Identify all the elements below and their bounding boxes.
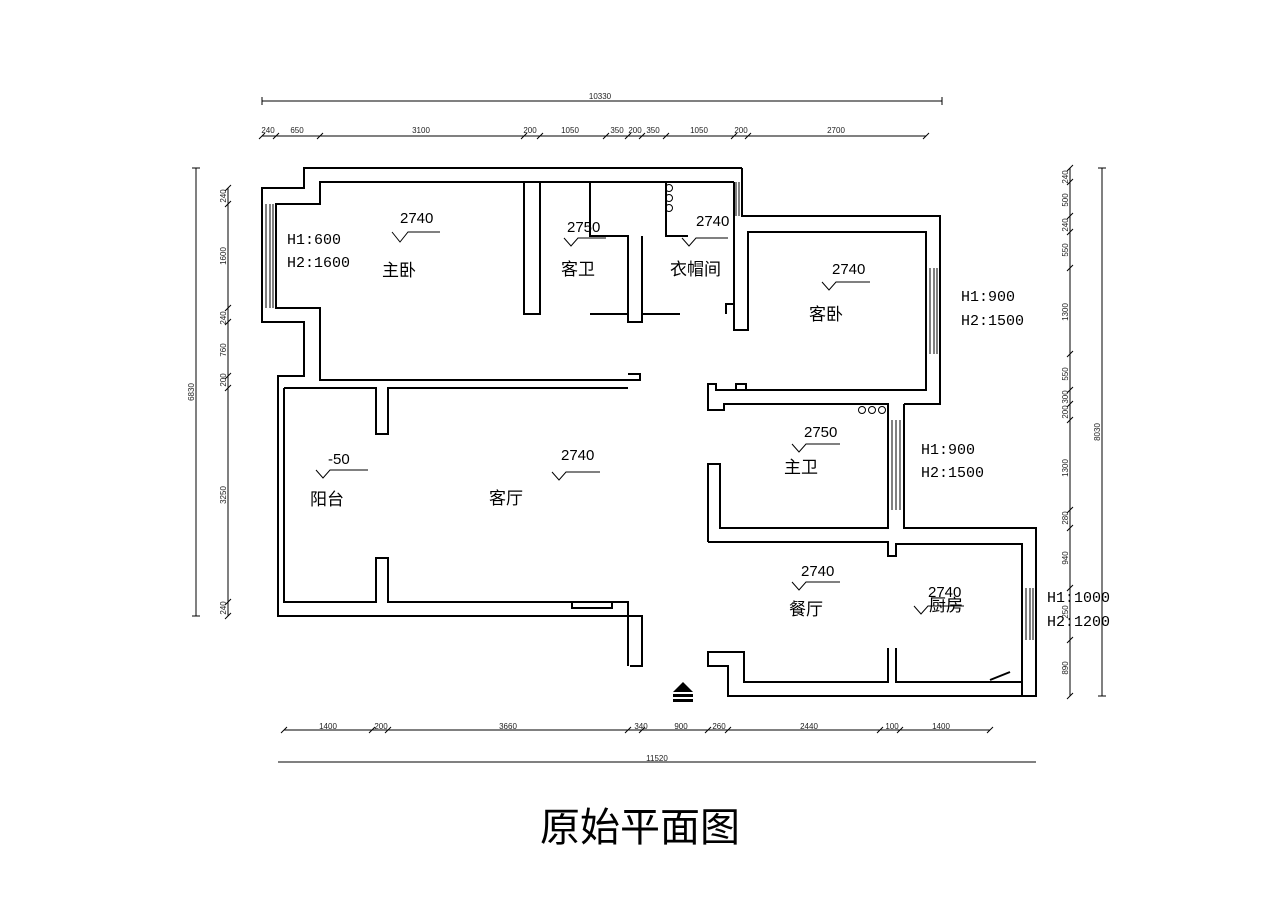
dim-right-8: 200 [1061, 405, 1070, 419]
level-marker-dining-room: 2740 [791, 563, 840, 591]
dimension-labels: 10330 240 650 3100 200 1050 350 200 350 … [187, 92, 1102, 763]
dim-right-1: 240 [1061, 170, 1070, 184]
dim-bottom-7: 2440 [800, 722, 818, 731]
dim-bottom-total: 11520 [646, 754, 668, 763]
dim-right-2: 500 [1061, 193, 1070, 207]
dim-right-total: 8030 [1093, 423, 1102, 441]
window-master-bedroom [265, 204, 274, 308]
svg-text:2750: 2750 [567, 219, 600, 236]
dim-bottom-5: 900 [674, 722, 688, 731]
entrance-icon [673, 682, 693, 702]
dim-right-11: 940 [1061, 551, 1070, 565]
dim-left-2: 1600 [219, 247, 228, 265]
dim-top-11: 2700 [827, 126, 845, 135]
window-cloakroom [735, 182, 740, 216]
svg-text:2750: 2750 [804, 424, 837, 441]
level-marker-living-room: 2740 [551, 447, 600, 481]
dim-bottom-2: 200 [374, 722, 388, 731]
dim-right-9: 1300 [1061, 459, 1070, 477]
dim-bottom-4: 340 [634, 722, 648, 731]
dim-left-7: 240 [219, 601, 228, 615]
level-marker-guest-bath: 2750 [563, 219, 606, 247]
dim-top-4: 200 [523, 126, 537, 135]
window-label-bath-h2: H2:1500 [921, 465, 984, 482]
room-living-room: 客厅 [489, 489, 523, 509]
svg-text:2740: 2740 [561, 447, 594, 464]
level-marker-master-bath: 2750 [791, 424, 840, 453]
dim-bottom-6: 260 [712, 722, 726, 731]
svg-text:2740: 2740 [801, 563, 834, 580]
room-guest-bath: 客卫 [561, 260, 595, 280]
level-marker-master-bedroom: 2740 [391, 210, 440, 243]
dim-left-4: 760 [219, 343, 228, 357]
level-marker-balcony: -50 [315, 451, 368, 479]
dim-top-6: 350 [610, 126, 624, 135]
svg-text:-50: -50 [328, 451, 350, 468]
window-label-kitchen-h1: H1:1000 [1047, 590, 1110, 607]
dim-right-5: 1300 [1061, 303, 1070, 321]
dim-top-3: 3100 [412, 126, 430, 135]
dim-top-2: 650 [290, 126, 304, 135]
level-marker-cloakroom: 2740 [681, 213, 729, 247]
room-master-bedroom: 主卧 [382, 261, 416, 281]
dim-bottom-3: 3660 [499, 722, 517, 731]
dim-top-total: 10330 [589, 92, 612, 101]
windows [265, 182, 1034, 640]
dim-top-1: 240 [261, 126, 275, 135]
room-cloakroom: 衣帽间 [670, 260, 721, 280]
dim-right-13: 890 [1061, 661, 1070, 675]
dim-right-3: 240 [1061, 218, 1070, 232]
window-label-bath-h1: H1:900 [921, 442, 975, 459]
dim-right-6: 550 [1061, 367, 1070, 381]
dim-right-4: 550 [1061, 243, 1070, 257]
window-height-labels: H1:600 H2:1600 H1:900 H2:1500 H1:900 H2:… [287, 232, 1110, 631]
window-master-bath [891, 420, 901, 510]
level-marker-guest-bedroom: 2740 [821, 261, 870, 291]
pipe-symbols [665, 184, 886, 414]
room-dining-room: 餐厅 [789, 600, 823, 620]
dim-left-5: 200 [219, 373, 228, 387]
window-label-master-h1: H1:600 [287, 232, 341, 249]
dim-left-total: 6830 [187, 383, 196, 401]
dim-bottom-1: 1400 [319, 722, 337, 731]
window-label-guest-h2: H2:1500 [961, 313, 1024, 330]
dim-left-6: 3250 [219, 486, 228, 504]
dim-top-5: 1050 [561, 126, 579, 135]
dimension-lines [192, 97, 1106, 763]
window-label-master-h2: H2:1600 [287, 255, 350, 272]
dim-top-7: 200 [628, 126, 642, 135]
dim-right-12: 250 [1061, 605, 1070, 619]
level-markers: 2740 2750 2740 2740 2750 -50 2740 2740 [315, 210, 964, 615]
level-marker-kitchen: 2740 [913, 584, 964, 615]
dim-top-9: 1050 [690, 126, 708, 135]
page-title: 原始平面图 [540, 805, 740, 851]
window-label-kitchen-h2: H2:1200 [1047, 614, 1110, 631]
dim-bottom-8: 100 [885, 722, 899, 731]
room-guest-bedroom: 客卧 [809, 305, 843, 325]
dim-left-3: 240 [219, 311, 228, 325]
dim-right-10: 280 [1061, 511, 1070, 525]
svg-text:2740: 2740 [400, 210, 433, 227]
room-master-bath: 主卫 [784, 458, 818, 478]
dim-top-8: 350 [646, 126, 660, 135]
dim-bottom-9: 1400 [932, 722, 950, 731]
window-guest-bedroom [929, 268, 938, 354]
window-kitchen [1025, 588, 1034, 640]
room-kitchen: 厨房 [929, 596, 963, 616]
svg-text:2740: 2740 [832, 261, 865, 278]
room-balcony: 阳台 [310, 490, 344, 510]
dim-right-7: 300 [1061, 390, 1070, 404]
room-labels: 主卧 客卫 衣帽间 客卧 主卫 阳台 客厅 餐厅 厨房 [310, 260, 963, 620]
dim-top-10: 200 [734, 126, 748, 135]
dim-left-1: 240 [219, 189, 228, 203]
window-label-guest-h1: H1:900 [961, 289, 1015, 306]
svg-text:2740: 2740 [928, 584, 961, 601]
svg-text:2740: 2740 [696, 213, 729, 230]
walls [261, 167, 1037, 697]
